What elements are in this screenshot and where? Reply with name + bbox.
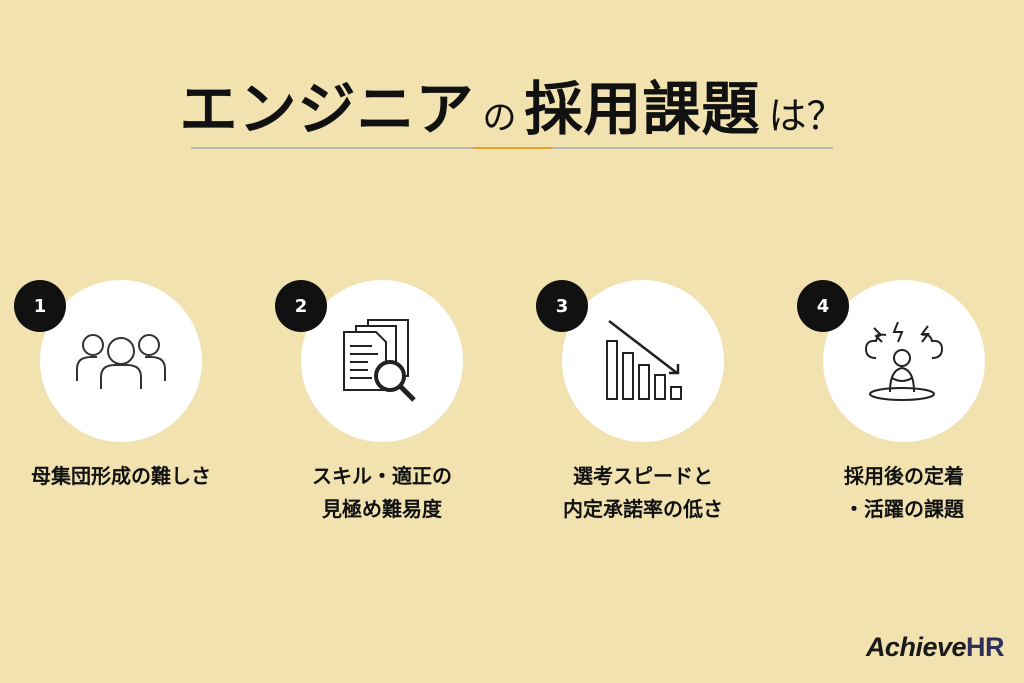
icon-circle — [823, 280, 985, 442]
issue-label-line: スキル・適正の — [312, 464, 452, 488]
number-badge: 4 — [797, 280, 849, 332]
issue-label: 母集団形成の難しさ — [0, 460, 242, 493]
stressed-person-icon — [864, 321, 944, 401]
number-badge: 2 — [275, 280, 327, 332]
title-wa: は？ — [768, 94, 845, 138]
document-magnifier-icon — [343, 319, 416, 402]
icon-circle — [40, 280, 202, 442]
number-badge: 1 — [14, 280, 66, 332]
issue-label-line: 見極め難易度 — [322, 497, 442, 521]
issue-label-line: 選考スピードと — [573, 464, 713, 488]
declining-bar-chart-icon — [606, 320, 682, 400]
number-badge: 3 — [536, 280, 588, 332]
divider-accent — [473, 147, 552, 149]
issue-label: 選考スピードと 内定承諾率の低さ — [522, 460, 764, 526]
issue-label-line: ・活躍の課題 — [844, 497, 964, 521]
issue-label-line: 採用後の定着 — [844, 464, 964, 488]
issue-label: スキル・適正の 見極め難易度 — [261, 460, 503, 526]
issue-label-line: 母集団形成の難しさ — [31, 464, 211, 488]
people-group-icon — [76, 334, 166, 389]
page-title: エンジニアの採用課題は？ — [0, 62, 1024, 146]
logo-achieve: Achieve — [865, 632, 967, 662]
icon-circle — [562, 280, 724, 442]
icon-circle — [301, 280, 463, 442]
issue-label-line: 内定承諾率の低さ — [563, 497, 723, 521]
title-engineer: エンジニア — [179, 75, 475, 143]
logo-hr: HR — [966, 632, 1005, 662]
achievehr-logo: AchieveHR — [865, 632, 1005, 663]
issue-label: 採用後の定着 ・活躍の課題 — [783, 460, 1024, 526]
title-hiring-issues: 採用課題 — [524, 75, 761, 143]
title-no: の — [482, 98, 517, 138]
